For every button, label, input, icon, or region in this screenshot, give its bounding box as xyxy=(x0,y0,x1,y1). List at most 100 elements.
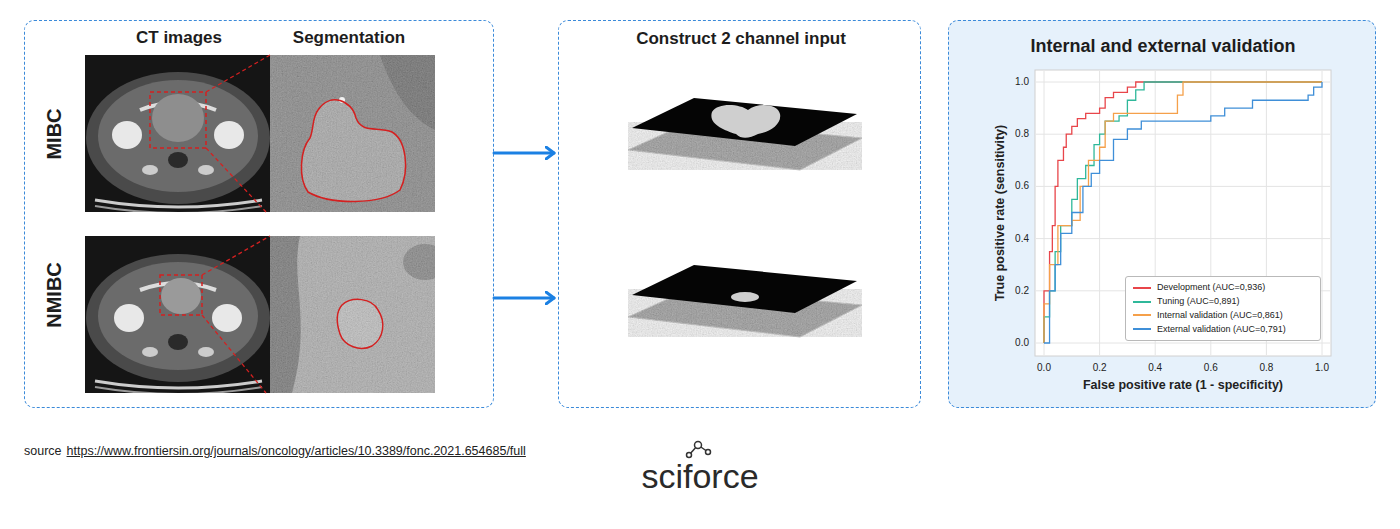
femur-head xyxy=(114,304,144,332)
texture xyxy=(270,236,435,393)
axis-title: False positive rate (1 - specificity) xyxy=(1083,378,1283,392)
tick-label: 1.0 xyxy=(1315,362,1329,374)
panel-heading: CT images xyxy=(136,28,222,48)
seg-ground xyxy=(270,236,435,393)
panel-heading: Construct 2 channel input xyxy=(636,29,846,49)
soft-tissue xyxy=(98,80,258,192)
ct-table xyxy=(95,387,262,393)
ct-image xyxy=(85,236,270,393)
rectum xyxy=(168,334,188,350)
bladder xyxy=(152,94,204,142)
panel-heading: Segmentation xyxy=(293,28,405,48)
chart-legend: Development (AUC=0,936) Tuning (AUC=0,891… xyxy=(1125,276,1321,341)
legend-swatch xyxy=(1133,287,1151,289)
legend-swatch xyxy=(1133,328,1151,330)
case-row: NMIBC xyxy=(29,235,492,397)
body xyxy=(86,72,270,204)
bone xyxy=(142,347,158,357)
panel: Construct 2 channel input xyxy=(558,20,921,408)
tick-label: 1.0 xyxy=(1015,76,1029,88)
mask-channel xyxy=(632,265,857,313)
logo-dot xyxy=(687,453,692,458)
tick-label: 0.2 xyxy=(1093,362,1107,374)
tick-label: 0.4 xyxy=(1148,362,1162,374)
femur-head xyxy=(212,304,242,332)
channel-stack xyxy=(628,98,862,170)
roc-chart xyxy=(1036,71,1330,355)
legend-entry: Tuning (AUC=0,891) xyxy=(1133,296,1313,307)
row-label: NMIBC xyxy=(43,262,66,328)
source-link: https://www.frontiersin.org/journals/onc… xyxy=(67,444,526,458)
zoom-leader xyxy=(206,148,266,212)
zoom-leader xyxy=(202,315,266,393)
channel-stack xyxy=(628,265,862,337)
grid-line xyxy=(1322,71,1323,355)
legend-entry: Development (AUC=0,936) xyxy=(1133,282,1313,293)
zoom-box xyxy=(160,275,202,315)
body xyxy=(86,254,270,382)
source-line: source https://www.frontiersin.org/journa… xyxy=(24,444,526,458)
legend-entry: Internal validation (AUC=0,861) xyxy=(1133,310,1313,321)
roc-curve xyxy=(1044,82,1322,343)
bone xyxy=(142,165,158,175)
rectum xyxy=(168,152,188,168)
segmentation-image xyxy=(270,236,435,393)
source-label: source xyxy=(24,444,62,458)
seg-ground xyxy=(270,55,435,212)
zoom-leader xyxy=(206,55,270,92)
logo-dot xyxy=(706,450,711,455)
femur-head xyxy=(214,121,244,149)
case-row: MIBC xyxy=(29,54,492,214)
legend-swatch xyxy=(1133,301,1151,303)
ct-table xyxy=(95,206,262,212)
logo-dot xyxy=(695,442,702,449)
panel: MIBC NMIBC CT images Segmentation xyxy=(24,20,494,408)
panel-heading: Internal and external validation xyxy=(1030,36,1295,57)
ct-table xyxy=(95,381,262,388)
legend-text: Tuning (AUC=0,891) xyxy=(1157,296,1239,307)
tumor-contour xyxy=(337,299,383,348)
tick-label: 0.2 xyxy=(1015,285,1029,297)
ct-ground xyxy=(85,236,270,393)
grid-line xyxy=(1036,134,1330,135)
legend-text: Internal validation (AUC=0,861) xyxy=(1157,310,1283,321)
bladder xyxy=(161,278,201,314)
ct-ground xyxy=(85,55,270,212)
tick-label: 0.8 xyxy=(1259,362,1273,374)
axis-title: True positive rate (sensitivity) xyxy=(993,125,1007,301)
flow-arrow xyxy=(494,152,554,155)
mask-channel xyxy=(632,98,857,146)
segmentation-image xyxy=(270,55,435,212)
tick-label: 0.4 xyxy=(1015,233,1029,245)
panel: Internal and external validation xyxy=(948,20,1376,408)
roc-curve xyxy=(1044,82,1322,343)
legend-swatch xyxy=(1133,314,1151,316)
grid-line xyxy=(1036,238,1330,239)
roc-curve xyxy=(1044,82,1322,343)
row-label: MIBC xyxy=(43,108,66,159)
legend-text: Development (AUC=0,936) xyxy=(1157,282,1265,293)
tick-label: 0.8 xyxy=(1015,128,1029,140)
tumor-mask xyxy=(711,105,780,138)
logo-icon xyxy=(687,442,711,458)
tick-label: 0.6 xyxy=(1204,362,1218,374)
panel-fill xyxy=(948,20,1376,408)
flow-arrow xyxy=(494,297,554,300)
tick-label: 0.6 xyxy=(1015,181,1029,193)
ct-table xyxy=(95,200,262,207)
zoom-box xyxy=(150,92,206,148)
ct-image xyxy=(85,55,270,212)
bone xyxy=(198,347,214,357)
tick-label: 0.0 xyxy=(1015,337,1029,349)
texture xyxy=(270,55,435,212)
tick-label: 0.0 xyxy=(1037,362,1051,374)
femur-head xyxy=(112,121,142,149)
roc-curve xyxy=(1044,82,1322,343)
brand-logo: sciforce xyxy=(641,459,758,493)
legend-entry: External validation (AUC=0,791) xyxy=(1133,324,1313,335)
grid-line xyxy=(1036,343,1330,344)
zoom-leader xyxy=(202,236,270,275)
tumor-mask xyxy=(731,292,759,302)
bone xyxy=(198,165,214,175)
